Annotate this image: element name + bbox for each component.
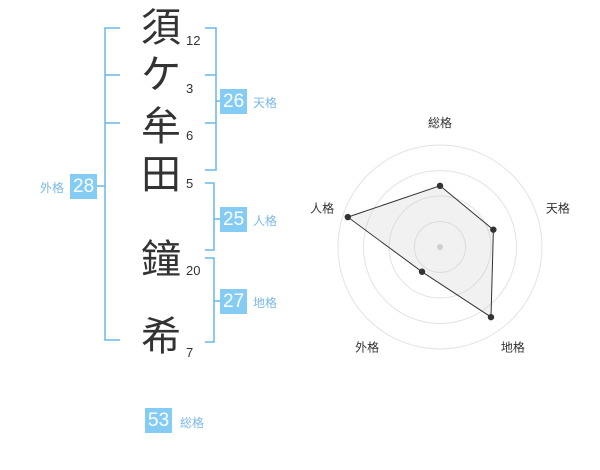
radar-polygon — [346, 185, 494, 319]
tenkaku-label: 天格 — [253, 96, 278, 110]
radar-point-4 — [418, 268, 426, 275]
radar-axis-label-3: 地格 — [501, 339, 525, 354]
radar-point-5 — [344, 213, 352, 221]
stroke-count-3: 6 — [186, 128, 194, 143]
stroke-count-4: 5 — [186, 176, 194, 191]
stroke-count-5: 20 — [186, 263, 201, 278]
jinkaku-bracket — [205, 182, 215, 251]
radar-ring — [363, 170, 517, 324]
gaikaku-label: 外格 — [40, 181, 65, 195]
radar-axis-label-5: 人格 — [310, 201, 334, 216]
soukaku-label: 総格 — [180, 416, 205, 430]
radar-point-3 — [487, 313, 495, 321]
radar-point-2 — [490, 226, 497, 233]
name-char-3: 牟 — [141, 104, 181, 150]
gaikaku-bracket — [104, 27, 120, 341]
chikaku-label: 地格 — [253, 296, 278, 310]
tenkaku-bracket — [205, 27, 217, 171]
tenkaku-value: 26 — [220, 89, 248, 114]
jinkaku-label: 人格 — [253, 214, 278, 228]
name-char-5: 鐘 — [141, 237, 181, 283]
name-char-4: 田 — [141, 152, 181, 198]
soukaku-value: 53 — [145, 408, 173, 433]
chikaku-value: 27 — [220, 289, 248, 314]
chikaku-bracket — [205, 257, 215, 343]
radar-ring — [414, 221, 466, 273]
radar-point-1 — [436, 182, 444, 189]
name-char-1: 須 — [141, 5, 181, 51]
gaikaku-value: 28 — [70, 174, 98, 199]
radar-center — [437, 244, 443, 250]
name-char-6: 希 — [141, 314, 181, 360]
stroke-count-1: 12 — [186, 33, 201, 48]
radar-ring — [337, 144, 543, 350]
radar-axis-label-1: 総格 — [428, 115, 452, 130]
name-char-2: ケ — [141, 52, 181, 98]
radar-axis-label-2: 天格 — [546, 201, 570, 216]
radar-axis-label-4: 外格 — [355, 339, 379, 354]
jinkaku-value: 25 — [220, 207, 248, 232]
stroke-count-6: 7 — [186, 345, 194, 360]
stroke-count-2: 3 — [186, 81, 194, 96]
